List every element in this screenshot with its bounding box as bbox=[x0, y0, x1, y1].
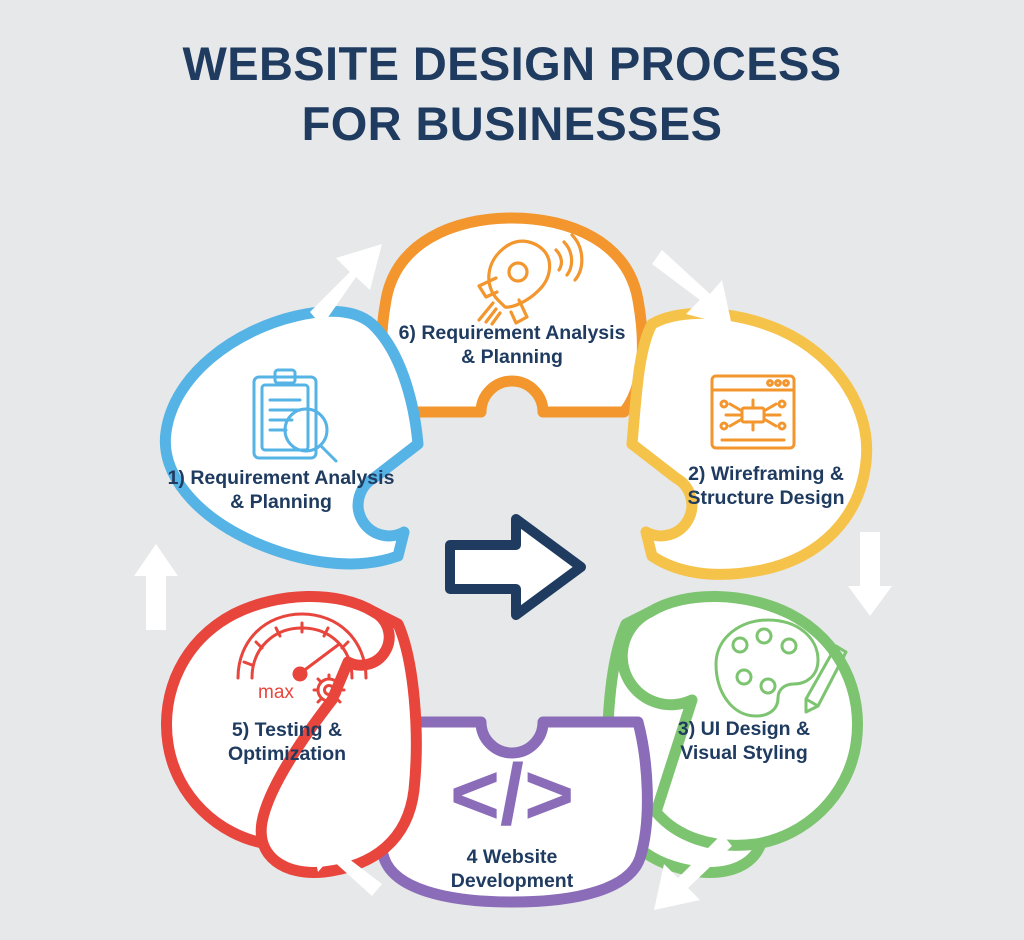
step-3-petal[interactable]: 3) UI Design & Visual Styling bbox=[602, 590, 863, 878]
flow-arrow-4-to-5 bbox=[308, 826, 382, 896]
code-brackets-icon: </> bbox=[450, 747, 574, 843]
step-3-label-line-2: Visual Styling bbox=[680, 742, 808, 764]
step-4-label-line-1: 4 Website bbox=[467, 846, 558, 868]
step-5-label-line-2: Optimization bbox=[228, 743, 346, 765]
step-1-shape bbox=[159, 305, 424, 570]
flow-arrow-1-to-6 bbox=[310, 244, 382, 326]
flow-arrow-3-to-4 bbox=[654, 834, 732, 910]
step-2-label-line-1: 2) Wireframing & bbox=[688, 463, 844, 485]
speedometer-max-label: max bbox=[258, 682, 294, 703]
step-3-shape-upper bbox=[616, 590, 863, 851]
step-1-petal[interactable]: 1) Requirement Analysis & Planning bbox=[159, 305, 424, 570]
step-4-shape bbox=[371, 716, 653, 908]
step-3-label-line-1: 3) UI Design & bbox=[678, 718, 810, 740]
center-right-arrow-icon bbox=[445, 514, 586, 620]
palette-brush-icon bbox=[714, 618, 848, 718]
step-4-petal[interactable]: </> 4 Website Development bbox=[371, 716, 653, 908]
clipboard-magnifier-icon bbox=[252, 368, 338, 463]
step-4-label-line-2: Development bbox=[451, 870, 574, 892]
step-5-label-line-1: 5) Testing & bbox=[232, 719, 342, 741]
step-2-petal[interactable]: 2) Wireframing & Structure Design bbox=[626, 307, 873, 580]
step-2-label-line-2: Structure Design bbox=[687, 487, 844, 509]
flow-arrow-2-to-3 bbox=[848, 532, 892, 616]
step-1-label-line-1: 1) Requirement Analysis bbox=[168, 467, 395, 489]
speedometer-gear-icon bbox=[236, 612, 368, 707]
page-title: WEBSITE DESIGN PROCESS FOR BUSINESSES bbox=[0, 34, 1024, 154]
title-line-2: FOR BUSINESSES bbox=[301, 97, 723, 151]
browser-sitemap-icon bbox=[710, 374, 796, 450]
step-2-shape bbox=[626, 307, 873, 580]
step-1-label-line-2: & Planning bbox=[230, 491, 332, 513]
flow-arrow-5-to-1 bbox=[134, 544, 178, 630]
step-5-petal[interactable]: max 5) Testing & Optimization bbox=[161, 590, 422, 878]
step-6-petal[interactable]: 6) Requirement Analysis & Planning bbox=[376, 212, 648, 418]
rocket-icon bbox=[477, 233, 584, 326]
step-5-shape-lower bbox=[255, 606, 422, 878]
step-6-label-line-1: 6) Requirement Analysis bbox=[399, 322, 626, 344]
step-6-label-line-2: & Planning bbox=[461, 346, 563, 368]
title-line-1: WEBSITE DESIGN PROCESS bbox=[182, 37, 842, 90]
flow-arrow-6-to-2 bbox=[652, 250, 732, 326]
